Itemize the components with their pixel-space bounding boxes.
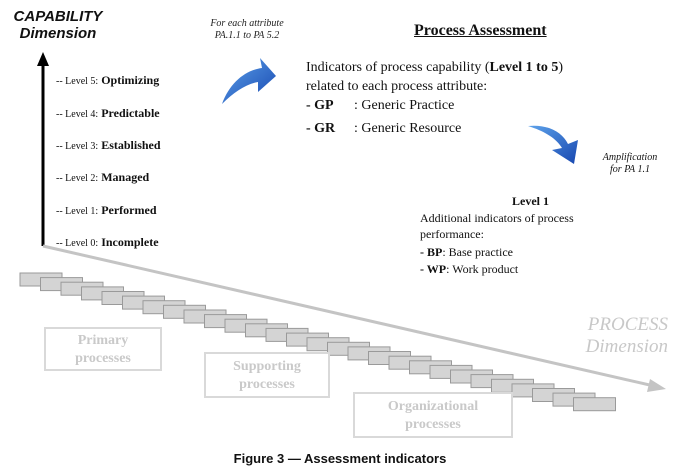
process-assessment-line2: related to each process attribute: [306, 79, 488, 94]
level-3-label: -- Level 3: Established [56, 138, 161, 153]
gr-line: - GR : Generic Resource [306, 121, 461, 137]
bp-line: - BP: Base practice [420, 245, 513, 260]
primary-processes-box: Primary processes [44, 327, 162, 371]
pa-line1-bold: Level 1 to 5 [489, 60, 559, 75]
bp-text: : Base practice [442, 245, 513, 259]
level-5-label: -- Level 5: Optimizing [56, 73, 159, 88]
level-2-name: Managed [101, 170, 150, 184]
capability-title-line1: CAPABILITY [13, 8, 103, 25]
organizational-processes-box: Organizational processes [353, 392, 513, 438]
pa-line1-start: Indicators of process capability ( [306, 60, 490, 75]
pa-line1-end: ) [558, 60, 563, 75]
primary-line2: processes [75, 351, 131, 366]
process-assessment-line1: Indicators of process capability (Level … [306, 60, 563, 76]
gr-code: - GR [306, 121, 336, 136]
process-axis [42, 244, 655, 388]
process-steps [19, 272, 616, 412]
level-3-prefix: -- Level 3: [56, 141, 99, 152]
level-3-name: Established [101, 138, 161, 152]
amplification-note: Amplification for PA 1.1 [590, 152, 670, 176]
level-5-prefix: -- Level 5: [56, 76, 99, 87]
wp-text: : Work product [446, 262, 519, 276]
process-dimension-line1: PROCESS [587, 314, 668, 335]
level-2-prefix: -- Level 2: [56, 173, 99, 184]
wp-code: - WP [420, 262, 447, 276]
level-0-name: Incomplete [101, 235, 159, 249]
level-5-name: Optimizing [101, 73, 160, 87]
process-assessment-title: Process Assessment [414, 22, 547, 39]
curved-arrow-upper [222, 58, 276, 104]
attribute-note-line2: PA.1.1 to PA 5.2 [214, 30, 280, 41]
level-2-label: -- Level 2: Managed [56, 170, 149, 185]
capability-dimension-title: CAPABILITY Dimension [8, 8, 108, 42]
supporting-line2: processes [239, 377, 295, 392]
attribute-note: For each attribute PA.1.1 to PA 5.2 [194, 18, 300, 42]
level-1-label: -- Level 1: Performed [56, 203, 157, 218]
curved-arrow-lower [528, 125, 578, 164]
supporting-line1: Supporting [233, 359, 301, 374]
capability-title-line2: Dimension [19, 25, 97, 42]
attribute-note-line1: For each attribute [210, 18, 284, 29]
process-dimension-title: PROCESS Dimension [560, 314, 668, 358]
level-0-prefix: -- Level 0: [56, 238, 99, 249]
capability-axis-head [37, 52, 49, 66]
wp-line: - WP: Work product [420, 262, 518, 277]
figure-caption: Figure 3 — Assessment indicators [233, 451, 447, 466]
gp-code: - GP [306, 98, 334, 113]
process-step-block [573, 397, 616, 412]
amplification-line2: for PA 1.1 [610, 164, 650, 175]
organizational-line1: Organizational [387, 399, 479, 414]
bp-code: - BP [420, 245, 443, 259]
level-4-prefix: -- Level 4: [56, 109, 99, 120]
amplification-line1: Amplification [602, 152, 658, 163]
level-1-prefix: -- Level 1: [56, 206, 99, 217]
level-4-name: Predictable [101, 106, 160, 120]
gr-text: : Generic Resource [354, 121, 462, 136]
level-0-label: -- Level 0: Incomplete [56, 235, 159, 250]
gp-text: : Generic Practice [354, 98, 455, 113]
gp-line: - GP : Generic Practice [306, 98, 454, 114]
level-1-name: Performed [101, 203, 157, 217]
level-4-label: -- Level 4: Predictable [56, 106, 160, 121]
primary-line1: Primary [77, 333, 129, 348]
level1-line1: Additional indicators of process [420, 211, 574, 225]
process-dimension-line2: Dimension [585, 336, 668, 357]
level1-line2: performance: [420, 227, 484, 241]
organizational-line2: processes [405, 417, 461, 432]
supporting-processes-box: Supporting processes [204, 352, 330, 398]
level1-block-title: Level 1 [512, 194, 549, 208]
process-axis-head [647, 379, 666, 392]
